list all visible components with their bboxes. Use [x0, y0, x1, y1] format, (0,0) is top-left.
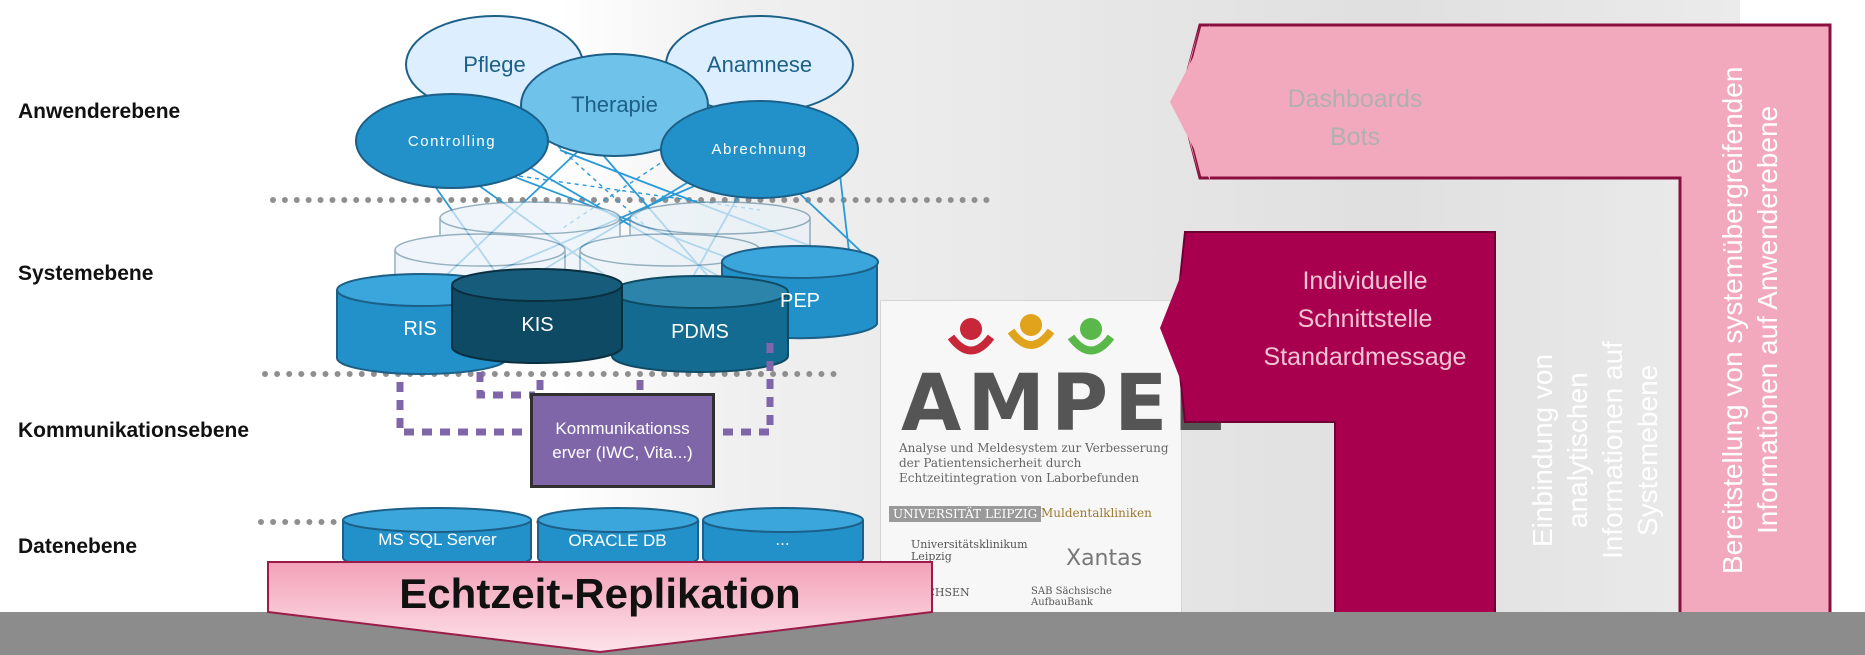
dashboards-label: Dashboards	[1287, 85, 1423, 113]
layer-label-user: Anwenderebene	[18, 100, 181, 123]
db-mssql	[342, 507, 532, 571]
separator-system-comm	[262, 371, 837, 377]
pdms-label: PDMS	[671, 321, 729, 343]
replication-arrow-shape	[267, 561, 933, 654]
interface-text: Individuelle Schnittstelle Standardmessa…	[1245, 262, 1485, 376]
footer-bar	[0, 612, 1865, 655]
separator-user-system	[270, 197, 990, 203]
logo-xantas: Xantas	[1066, 546, 1143, 571]
mssql-label: MS SQL Server	[378, 530, 497, 549]
anamnese-label: Anamnese	[706, 51, 813, 77]
magenta-arrow-tip	[1160, 232, 1198, 424]
pdms-cylinder	[611, 275, 789, 373]
kis-label: KIS	[521, 314, 554, 336]
ampel-poster: AMPEL Analyse und Meldesystem zur Verbes…	[880, 300, 1223, 620]
logo-muldental: Muldentalkliniken	[1041, 506, 1152, 520]
poster-subtitle: Analyse und Meldesystem zur Verbesserung…	[899, 441, 1169, 485]
ellipse-abrechnung: Abrechnung	[660, 100, 859, 199]
ris-label: RIS	[403, 318, 437, 340]
interface-line3: Standardmessage	[1263, 343, 1467, 371]
logo-universitaet: UNIVERSITÄT LEIPZIG	[889, 506, 1042, 522]
abrechnung-label: Abrechnung	[711, 141, 808, 158]
replication-label: Echtzeit-Replikation	[399, 570, 801, 617]
communication-server-label: Kommunikationss erver (IWC, Vita...)	[552, 418, 693, 462]
dashboards-text: Dashboards Bots	[1255, 80, 1455, 156]
layer-label-data: Datenebene	[18, 535, 138, 558]
layer-label-system: Systemebene	[18, 262, 154, 285]
poster-title: AMPEL	[901, 359, 1230, 449]
controlling-label: Controlling	[407, 132, 497, 150]
ampel-logo-icon	[947, 314, 1115, 355]
kis-cylinder	[451, 268, 623, 364]
pflege-label: Pflege	[463, 51, 526, 77]
logo-klinikum: Universitätsklinikum Leipzig	[911, 538, 1028, 563]
interface-line1: Individuelle	[1302, 267, 1428, 295]
layer-label-communication: Kommunikationsebene	[18, 419, 250, 442]
pep-label: PEP	[779, 290, 821, 312]
oracle-label: ORACLE DB	[568, 531, 667, 550]
logo-sab: SAB Sächsische AufbauBank	[1031, 586, 1112, 608]
bots-label: Bots	[1329, 123, 1381, 151]
pink-arrow-tip	[1170, 25, 1210, 180]
communication-server-box: Kommunikationss erver (IWC, Vita...)	[530, 393, 715, 488]
therapie-label: Therapie	[571, 92, 658, 117]
ellipse-controlling: Controlling	[355, 93, 549, 189]
db-oracle	[537, 507, 699, 571]
interface-line2: Schnittstelle	[1297, 305, 1433, 333]
more-db-label: ...	[775, 530, 790, 549]
